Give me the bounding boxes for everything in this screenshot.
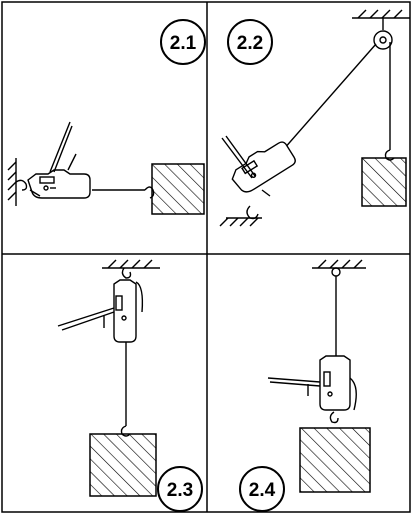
panel-badge-2-3: 2.3 (157, 466, 203, 512)
load-block (89, 433, 157, 497)
panel-2-1 (7, 121, 155, 206)
panel-label: 2.3 (167, 480, 193, 501)
load-block (151, 163, 205, 215)
panel-badge-2-4: 2.4 (239, 466, 285, 512)
load-block (299, 427, 371, 493)
panel-badge-2-2: 2.2 (227, 19, 273, 65)
panel-label: 2.1 (170, 33, 197, 54)
panel-2-4 (267, 259, 366, 424)
panel-label: 2.4 (249, 480, 276, 501)
panel-2-3 (57, 259, 160, 437)
load-block (361, 157, 407, 207)
panel-badge-2-1: 2.1 (160, 19, 206, 65)
panel-label: 2.2 (237, 33, 263, 54)
